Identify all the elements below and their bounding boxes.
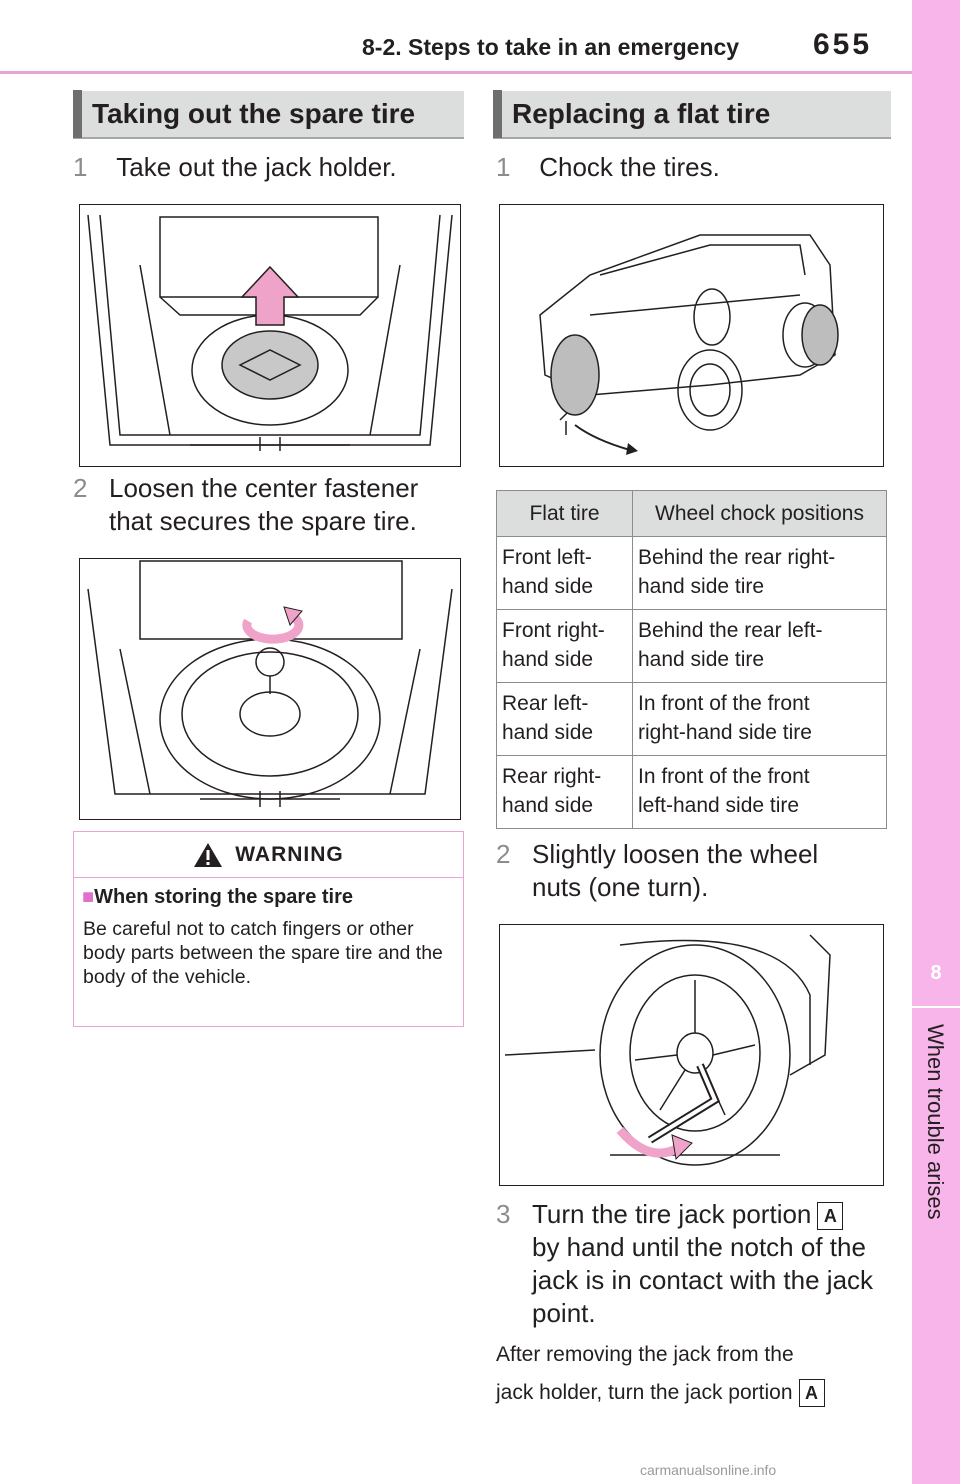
figure-chock-tires bbox=[499, 204, 884, 467]
wheel-chock-table: Flat tire Wheel chock positions Front le… bbox=[496, 490, 887, 829]
heading-replacing-flat-tire: Replacing a flat tire bbox=[493, 90, 891, 139]
warning-triangle-icon bbox=[194, 842, 223, 867]
step-text: jack is in contact with the jack bbox=[532, 1265, 874, 1295]
section-title: 8-2. Steps to take in an emergency bbox=[362, 34, 740, 60]
figure-loosen-wheel-nuts bbox=[499, 924, 884, 1186]
step-number: 3 bbox=[496, 1199, 511, 1229]
step-number: 1 bbox=[73, 152, 88, 182]
table-cell: Front left-hand side bbox=[496, 536, 633, 610]
figure-jack-holder bbox=[79, 204, 461, 467]
header-rule bbox=[0, 71, 912, 74]
table-header-row: Flat tire Wheel chock positions bbox=[496, 490, 887, 537]
chapter-label: When trouble arises bbox=[923, 1024, 948, 1220]
step-text: by hand until the notch of the bbox=[532, 1232, 866, 1262]
table-row: Rear right-hand side In front of the fro… bbox=[496, 755, 887, 829]
callout-a-label: A bbox=[798, 1379, 825, 1408]
square-bullet-icon: ■ bbox=[82, 886, 95, 908]
heading-taking-out-spare-tire: Taking out the spare tire bbox=[73, 90, 464, 139]
warning-title: WARNING bbox=[235, 842, 344, 866]
step-text: Turn the tire jack portion bbox=[532, 1199, 812, 1229]
note-text: jack holder, turn the jack portion bbox=[496, 1381, 793, 1404]
watermark: carmanualsonline.info bbox=[640, 1462, 777, 1478]
table-cell: Rear left-hand side bbox=[496, 682, 633, 756]
step-text: Loosen the center fastener bbox=[109, 473, 419, 503]
table-cell: Front right-hand side bbox=[496, 609, 633, 683]
step-text: Slightly loosen the wheel bbox=[532, 839, 819, 869]
callout-a-label: A bbox=[817, 1202, 844, 1231]
step-number: 2 bbox=[73, 473, 88, 503]
heading-text: Taking out the spare tire bbox=[92, 98, 416, 129]
chapter-tab: 8 When trouble arises bbox=[912, 0, 960, 1484]
jack-note: After removing the jack from the jack ho… bbox=[496, 1336, 825, 1412]
figure-center-fastener bbox=[79, 558, 461, 820]
note-text: After removing the jack from the bbox=[496, 1343, 794, 1366]
table-cell: Behind the rear left-hand side tire bbox=[632, 609, 887, 683]
wheel-wrench-illustration bbox=[504, 934, 831, 1166]
step-number: 1 bbox=[496, 152, 511, 182]
heading-bar bbox=[73, 90, 82, 138]
suv-wheel-chocks-illustration bbox=[539, 234, 839, 455]
page-number: 655 bbox=[813, 28, 873, 61]
step-text: nuts (one turn). bbox=[532, 872, 709, 902]
chapter-number: 8 bbox=[930, 962, 942, 984]
warning-subtitle-text: When storing the spare tire bbox=[94, 886, 354, 908]
step-text: Take out the jack holder. bbox=[116, 152, 397, 182]
step-take-out-jack-holder: 1 Take out the jack holder. bbox=[73, 151, 397, 184]
table-header-cell: Flat tire bbox=[496, 490, 633, 537]
heading-bar bbox=[493, 90, 502, 138]
table-cell: Behind the rear right-hand side tire bbox=[632, 536, 887, 610]
warning-body: Be careful not to catch fingers or other… bbox=[83, 918, 443, 988]
step-loosen-wheel-nuts: 2 Slightly loosen the wheel nuts (one tur… bbox=[496, 838, 818, 904]
table-row: Front left-hand side Behind the rear rig… bbox=[496, 536, 887, 610]
warning-subtitle: ■When storing the spare tire bbox=[74, 878, 463, 909]
step-text: point. bbox=[532, 1298, 596, 1328]
table-row: Rear left-hand side In front of the fron… bbox=[496, 682, 887, 756]
trunk-jack-holder-illustration bbox=[87, 214, 453, 451]
tab-divider bbox=[912, 1006, 960, 1008]
step-text: Chock the tires. bbox=[539, 152, 720, 182]
table-header-cell: Wheel chock positions bbox=[632, 490, 887, 537]
step-text: that secures the spare tire. bbox=[109, 506, 417, 536]
table-cell: Rear right-hand side bbox=[496, 755, 633, 829]
table-row: Front right-hand side Behind the rear le… bbox=[496, 609, 887, 683]
heading-text: Replacing a flat tire bbox=[512, 98, 771, 129]
warning-header: WARNING bbox=[74, 832, 463, 878]
step-number: 2 bbox=[496, 839, 511, 869]
step-chock-tires: 1 Chock the tires. bbox=[496, 151, 720, 184]
step-loosen-center-fastener: 2 Loosen the center fastener that secures… bbox=[73, 472, 418, 538]
spare-tire-fastener-illustration bbox=[87, 560, 453, 807]
warning-box: WARNING ■When storing the spare tire Be … bbox=[73, 831, 464, 1027]
